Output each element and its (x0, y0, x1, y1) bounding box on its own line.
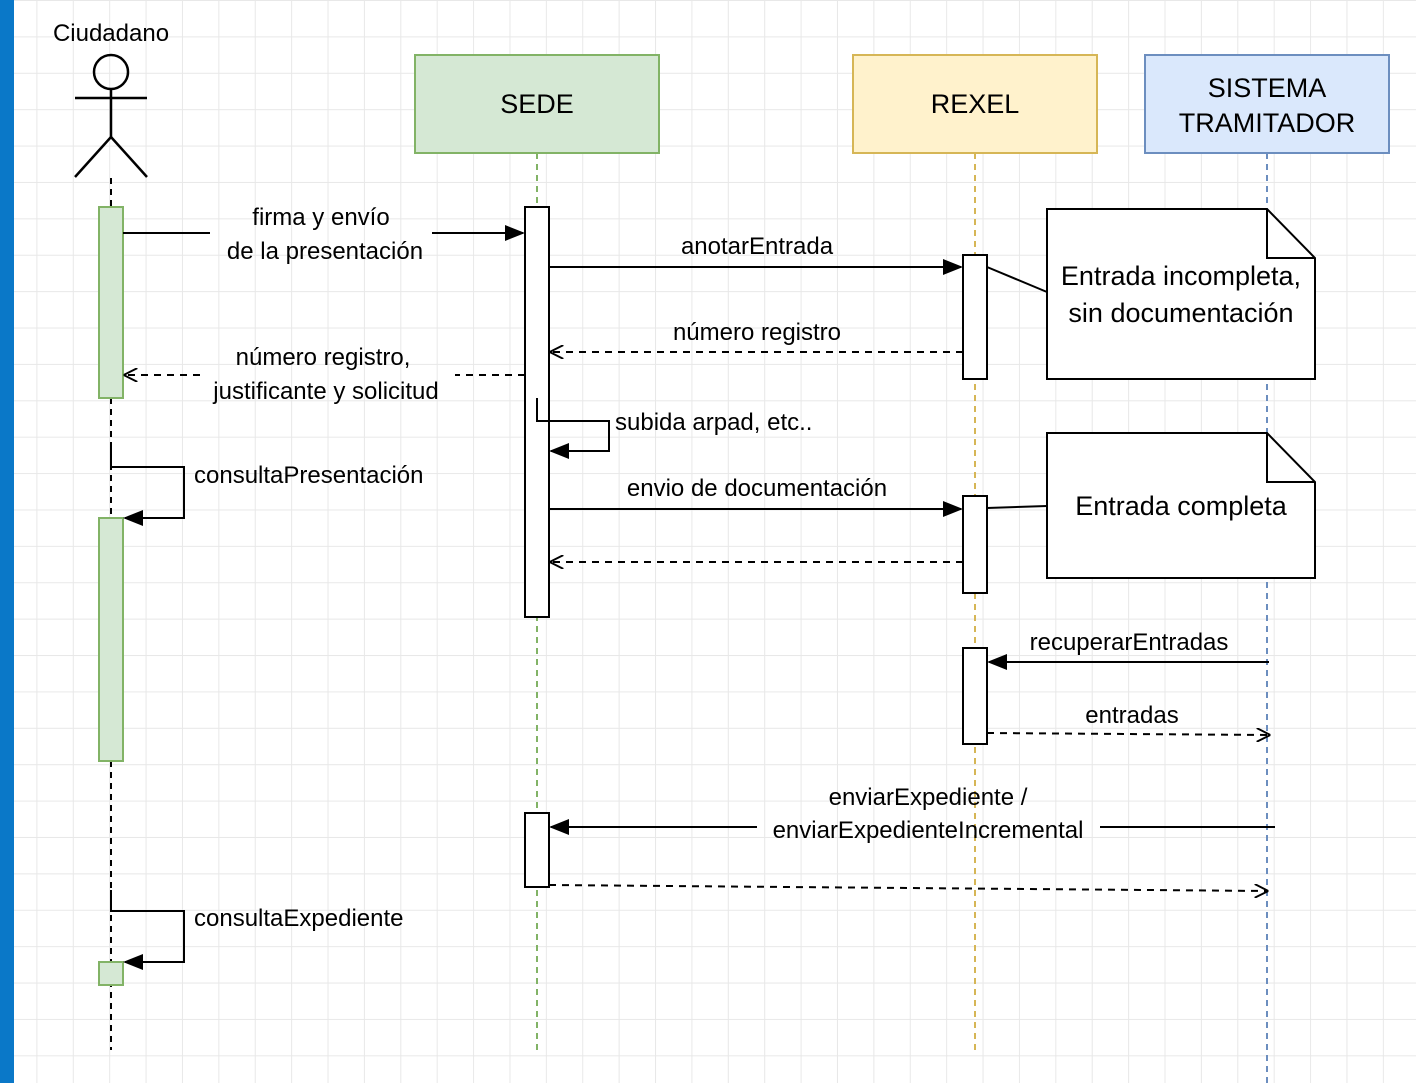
note-connector (986, 505, 1048, 509)
ciudadano-actor[interactable]: Ciudadano (53, 20, 169, 178)
note-text-line2: sin documentación (1068, 298, 1293, 328)
message-label: firma y envío (252, 204, 389, 231)
note-text: Entrada completa (1075, 491, 1288, 521)
ciudadano-activation-3[interactable] (98, 961, 124, 986)
sede-activation-1[interactable] (524, 206, 550, 618)
message-label: número registro (673, 319, 841, 346)
message-label: número registro, (236, 344, 411, 371)
return-numero-justificante[interactable]: número registro, justificante y solicitu… (125, 344, 525, 405)
message-label: consultaExpediente (194, 905, 403, 932)
note-shape (1046, 208, 1316, 380)
message-label: envio de documentación (627, 475, 887, 502)
ciudadano-activation-2[interactable] (98, 517, 124, 762)
rexel-activation-3[interactable] (962, 647, 988, 745)
message-label: consultaPresentación (194, 462, 423, 489)
participant-sede[interactable]: SEDE (414, 54, 660, 154)
return-entradas[interactable]: entradas (986, 702, 1269, 735)
participant-sistema-tramitador[interactable]: SISTEMA TRAMITADOR (1144, 54, 1390, 154)
sede-activation-2[interactable] (524, 812, 550, 888)
rexel-activation-2[interactable] (962, 495, 988, 594)
stick-figure-icon (74, 53, 148, 178)
message-firma-envio[interactable]: firma y envío de la presentación (123, 204, 525, 265)
sede-box (414, 54, 660, 154)
note-fold (1266, 209, 1315, 259)
return-numero-registro-rexel[interactable]: número registro (551, 319, 963, 352)
self-message-consulta-expediente[interactable]: consultaExpediente (110, 890, 403, 970)
note-shape (1046, 432, 1316, 579)
actor-label: Ciudadano (53, 20, 169, 47)
return-enviar-expediente[interactable] (548, 885, 1267, 891)
note-entrada-incompleta[interactable]: Entrada incompleta, sin documentación (986, 208, 1316, 380)
message-label: justificante y solicitud (212, 378, 438, 405)
message-label: entradas (1085, 702, 1178, 729)
rexel-label: REXEL (931, 89, 1020, 119)
message-label: anotarEntrada (681, 233, 834, 260)
message-label: enviarExpediente / (829, 784, 1028, 811)
message-label: enviarExpedienteIncremental (773, 817, 1084, 844)
message-enviar-expediente[interactable]: enviarExpediente / enviarExpedienteIncre… (549, 784, 1275, 844)
self-message-subida-arpad[interactable]: subida arpad, etc.. (536, 398, 812, 459)
sistema-box (1144, 54, 1390, 154)
left-accent-bar (0, 0, 14, 1083)
sede-label: SEDE (500, 89, 574, 119)
message-envio-documentacion[interactable]: envio de documentación (549, 475, 963, 517)
message-label: recuperarEntradas (1030, 629, 1229, 656)
self-message-consulta-presentacion[interactable]: consultaPresentación (110, 446, 423, 526)
rexel-box (852, 54, 1098, 154)
participant-rexel[interactable]: REXEL (852, 54, 1098, 154)
message-anotar-entrada[interactable]: anotarEntrada (549, 233, 963, 275)
sistema-label-line2: TRAMITADOR (1179, 108, 1356, 138)
ciudadano-activation-1[interactable] (98, 206, 124, 399)
message-label: subida arpad, etc.. (615, 409, 812, 436)
message-label: de la presentación (227, 238, 423, 265)
sistema-label-line1: SISTEMA (1208, 73, 1327, 103)
message-recuperar-entradas[interactable]: recuperarEntradas (987, 629, 1269, 670)
note-entrada-completa[interactable]: Entrada completa (986, 432, 1316, 579)
rexel-activation-1[interactable] (962, 254, 988, 380)
note-text-line1: Entrada incompleta, (1061, 261, 1301, 291)
note-fold (1266, 433, 1315, 483)
note-connector (986, 266, 1048, 293)
